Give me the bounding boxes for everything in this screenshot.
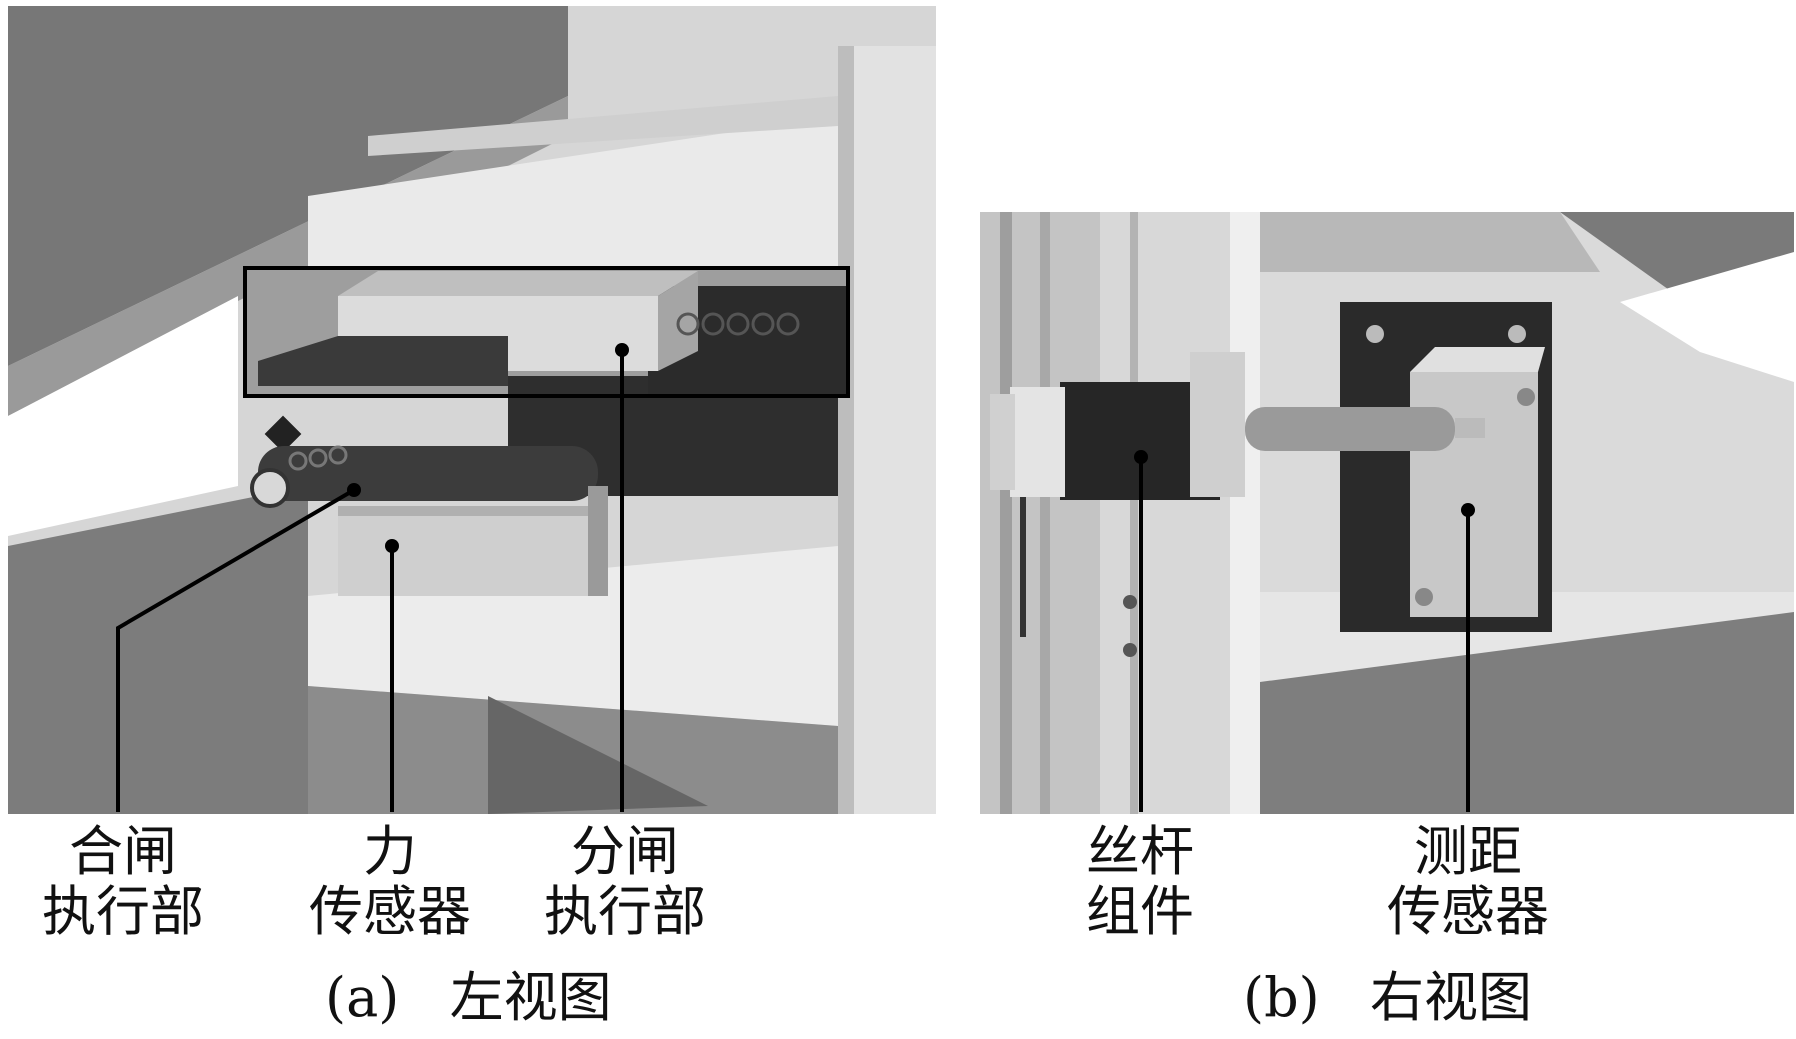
label-lead-screw-assembly: 丝杆 组件 <box>1086 820 1194 943</box>
caption-a-id: (a) <box>325 966 400 1029</box>
left-view-image <box>8 6 936 814</box>
caption-right-view: (b) 右视图 <box>1243 968 1532 1028</box>
right-view-image <box>980 212 1794 814</box>
label-force-sensor: 力 传感器 <box>309 820 471 943</box>
right-view-drawing <box>980 212 1794 814</box>
caption-a-text: 左视图 <box>449 966 612 1029</box>
caption-b-text: 右视图 <box>1370 966 1533 1029</box>
label-distance-sensor: 测距 传感器 <box>1387 820 1549 943</box>
caption-left-view: (a) 左视图 <box>325 968 612 1028</box>
label-closing-actuator: 合闸 执行部 <box>42 820 204 943</box>
caption-b-id: (b) <box>1243 966 1320 1029</box>
left-view-drawing <box>8 6 936 814</box>
label-opening-actuator: 分闸 执行部 <box>544 820 706 943</box>
